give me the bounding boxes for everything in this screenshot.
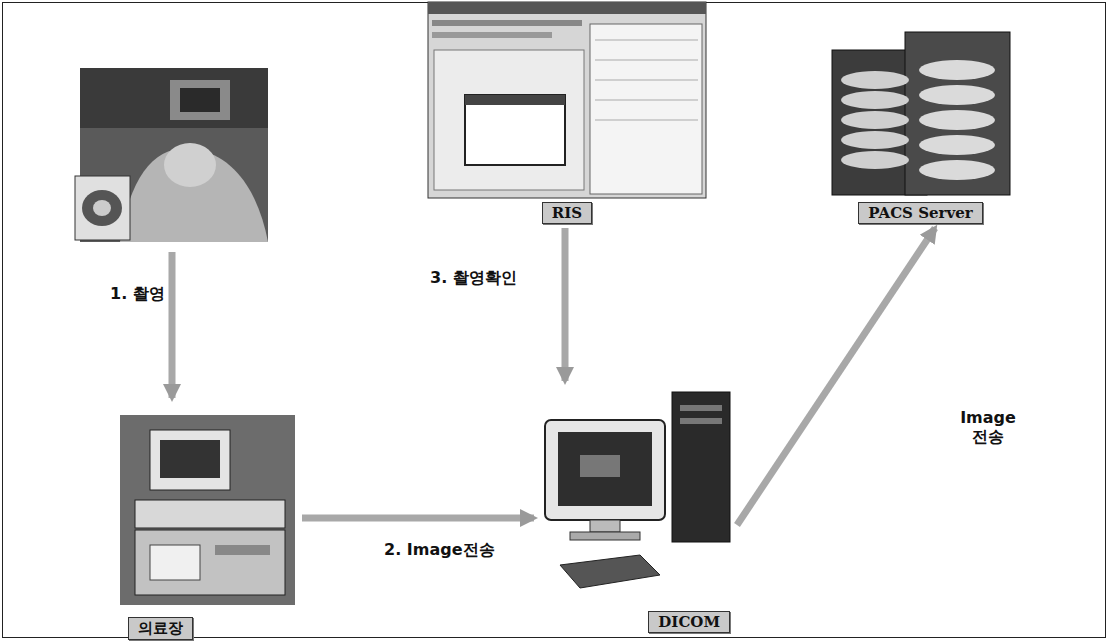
ris-screenshot-part [465, 95, 565, 165]
dicom-workstation-part [590, 520, 620, 532]
patient-photo-part [80, 68, 268, 242]
pacs-server-part [905, 32, 1010, 195]
modality-equipment-part [215, 545, 270, 555]
modality-equipment-part [135, 500, 285, 528]
dicom-workstation-part [680, 418, 722, 424]
edge-label: Image 전송 [955, 408, 1021, 448]
patient-photo-part [75, 176, 130, 240]
pacs-server [832, 32, 1010, 195]
pacs-server-part [919, 135, 995, 155]
ris-screenshot-part [595, 100, 698, 101]
flow-arrow [302, 515, 534, 522]
flow-arrow [562, 228, 569, 381]
ris-screenshot-part [595, 120, 698, 121]
ris-screenshot-part [432, 32, 552, 38]
ris-screenshot-part [428, 2, 706, 198]
pacs-server-part [841, 131, 909, 149]
pacs-server-part [919, 60, 995, 80]
patient-photo-part [164, 143, 216, 187]
ris-screenshot-part [595, 60, 698, 61]
pacs-server-part [841, 151, 909, 169]
ris-screenshot-part [434, 50, 584, 190]
step-label: 1. 촬영 [108, 284, 167, 305]
patient-photo [75, 68, 268, 242]
dicom-workstation-part [580, 455, 620, 477]
edge-label: 2. Image전송 [382, 540, 497, 561]
modality-equipment-part [150, 430, 230, 490]
dicom-workstation-part [570, 532, 640, 540]
node-label: PACS Server [858, 202, 982, 224]
patient-photo-part [180, 88, 220, 112]
patient-photo-part [82, 190, 122, 226]
edge-label: 3. 촬영확인 [428, 268, 519, 289]
dicom-workstation-part [672, 392, 730, 542]
dicom-workstation-part [558, 432, 652, 506]
capture-arrow [169, 252, 176, 398]
modality-equipment-part [160, 440, 220, 478]
pacs-server-part [841, 91, 909, 109]
modality-equipment-part [120, 415, 295, 605]
ris-node: RIS [428, 2, 706, 224]
flow-arrow [737, 228, 935, 525]
modality-equipment-part [135, 530, 285, 595]
dicom-workstation-part [545, 420, 665, 520]
patient-photo-part [80, 68, 268, 128]
ris-screenshot-part [428, 2, 706, 14]
node-label: RIS [542, 202, 592, 224]
pacs-server-part [919, 110, 995, 130]
pacs-server-part [919, 85, 995, 105]
ris-screenshot-part [465, 95, 565, 105]
modality-equipment [120, 415, 295, 605]
ris-screenshot-part [590, 24, 702, 194]
pacs-server-node: PACS Server [828, 28, 1013, 224]
dicom-node: DICOM [538, 385, 733, 633]
patient-photo-part [93, 200, 111, 216]
pacs-server-part [841, 111, 909, 129]
node-label: 의료장 [128, 617, 193, 640]
modality-equipment-part [150, 545, 200, 580]
dicom-workstation [545, 392, 730, 588]
dicom-workstation-part [560, 555, 660, 588]
pacs-server-part [919, 160, 995, 180]
dicom-workstation-part [680, 405, 722, 411]
ris-screenshot-part [595, 80, 698, 81]
node-label: DICOM [648, 611, 730, 633]
ris-screenshot-part [595, 40, 698, 41]
ris-screenshot-part [432, 20, 582, 26]
patient-photo-part [170, 80, 230, 120]
ris-screenshot [428, 2, 706, 198]
pacs-server-part [841, 71, 909, 89]
modality-node: 의료장 [118, 412, 298, 640]
